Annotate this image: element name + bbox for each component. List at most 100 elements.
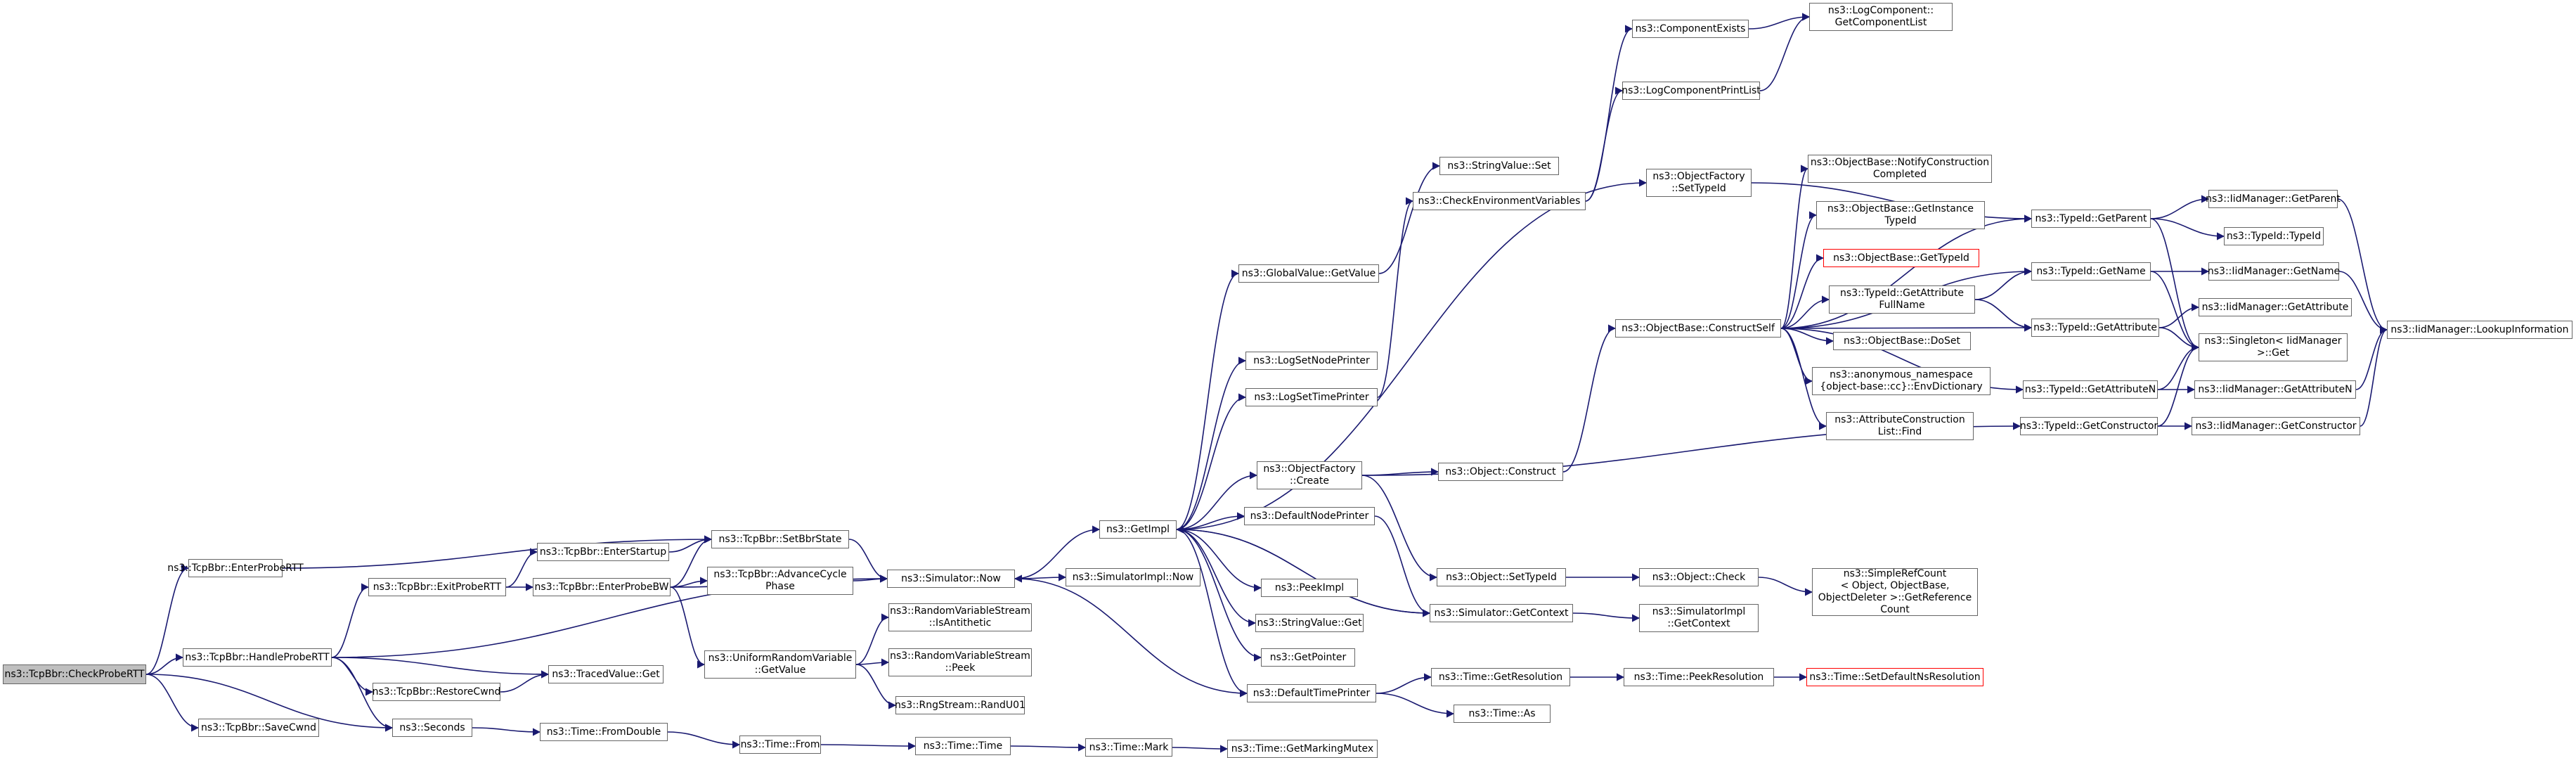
edge-timetime-to-mark bbox=[1010, 743, 1087, 752]
edge-now-to-getimpl bbox=[1014, 525, 1101, 579]
edge-getattrfullname-to-tidgetattribute bbox=[1974, 299, 2033, 332]
node-notifyconstr[interactable]: ns3::ObjectBase::NotifyConstruction Comp… bbox=[1808, 155, 1992, 183]
edge-getimpl-to-peekimpl bbox=[1176, 529, 1262, 592]
node-advancecycle[interactable]: ns3::TcpBbr::AdvanceCycle Phase bbox=[707, 567, 853, 595]
node-from[interactable]: ns3::Time::From bbox=[739, 735, 821, 754]
edge-logtimeprinter-to-checkenv bbox=[1377, 197, 1414, 398]
edge-deftimeprinter-to-getresolution bbox=[1376, 673, 1432, 694]
node-iidgetconstructor[interactable]: ns3::IidManager::GetConstructor bbox=[2192, 417, 2360, 435]
node-ofcreate[interactable]: ns3::ObjectFactory ::Create bbox=[1257, 461, 1362, 489]
node-getimpl[interactable]: ns3::GetImpl bbox=[1099, 520, 1177, 539]
node-setbbrstate[interactable]: ns3::TcpBbr::SetBbrState bbox=[711, 530, 849, 548]
edge-logcomplist-to-getcomplist bbox=[1759, 13, 1811, 91]
node-ofsettypeid[interactable]: ns3::ObjectFactory ::SetTypeId bbox=[1646, 169, 1752, 197]
edge-constructself-to-notifyconstr bbox=[1780, 165, 1809, 329]
edge-constructself-to-attrconstrfind bbox=[1780, 328, 1827, 430]
node-getpointer[interactable]: ns3::GetPointer bbox=[1261, 648, 1355, 667]
node-tidgetconstructor[interactable]: ns3::TypeId::GetConstructor bbox=[2020, 417, 2158, 435]
edge-tidgetconstructor-to-singleton bbox=[2157, 343, 2200, 427]
node-getvalue[interactable]: ns3::GlobalValue::GetValue bbox=[1238, 264, 1379, 283]
node-objconstruct[interactable]: ns3::Object::Construct bbox=[1438, 463, 1563, 481]
node-tidgetattributen[interactable]: ns3::TypeId::GetAttributeN bbox=[2023, 380, 2158, 399]
edge-checkenv-to-compexists bbox=[1585, 25, 1633, 202]
edge-getimpl-to-strget bbox=[1176, 529, 1257, 627]
node-getinsttypeid[interactable]: ns3::ObjectBase::GetInstance TypeId bbox=[1816, 201, 1985, 229]
node-logtimeprinter[interactable]: ns3::LogSetTimePrinter bbox=[1245, 388, 1378, 406]
node-lookupinfo[interactable]: ns3::IidManager::LookupInformation bbox=[2387, 321, 2572, 339]
node-mark[interactable]: ns3::Time::Mark bbox=[1085, 738, 1172, 757]
node-setdefaultres[interactable]: ns3::Time::SetDefaultNsResolution bbox=[1806, 668, 1983, 686]
node-enterprobebw[interactable]: ns3::TcpBbr::EnterProbeBW bbox=[533, 578, 671, 596]
node-isantithetic[interactable]: ns3::RandomVariableStream ::IsAntithetic bbox=[888, 603, 1032, 631]
node-tidtypeid[interactable]: ns3::TypeId::TypeId bbox=[2224, 227, 2324, 245]
node-seconds[interactable]: ns3::Seconds bbox=[392, 719, 472, 737]
node-defnodeprinter[interactable]: ns3::DefaultNodePrinter bbox=[1244, 507, 1375, 525]
node-getmarkingmutex[interactable]: ns3::Time::GetMarkingMutex bbox=[1227, 740, 1378, 758]
node-handleprobertt[interactable]: ns3::TcpBbr::HandleProbeRTT bbox=[183, 648, 332, 667]
edge-defnodeprinter-to-simgetcontext bbox=[1374, 515, 1431, 617]
node-uniform[interactable]: ns3::UniformRandomVariable ::GetValue bbox=[704, 650, 856, 679]
node-getattrfullname[interactable]: ns3::TypeId::GetAttribute FullName bbox=[1829, 285, 1975, 314]
node-singleton[interactable]: ns3::Singleton< IidManager >::Get bbox=[2199, 333, 2348, 361]
edge-iidgetparent-to-lookupinfo bbox=[2337, 198, 2388, 334]
node-tidgetname[interactable]: ns3::TypeId::GetName bbox=[2031, 262, 2151, 281]
edge-advancecycle-to-now bbox=[853, 574, 888, 583]
node-constructself[interactable]: ns3::ObjectBase::ConstructSelf bbox=[1615, 319, 1781, 338]
edge-handleprobertt-to-seconds bbox=[331, 657, 394, 732]
node-getresolution[interactable]: ns3::Time::GetResolution bbox=[1431, 668, 1570, 686]
edge-handleprobertt-to-exitprobertt bbox=[331, 583, 370, 658]
edge-tidgetparent-to-iidgetparent bbox=[2150, 195, 2210, 219]
node-timeas[interactable]: ns3::Time::As bbox=[1454, 705, 1551, 723]
node-savecwnd[interactable]: ns3::TcpBbr::SaveCwnd bbox=[198, 719, 319, 737]
edge-tidgetattributen-to-singleton bbox=[2157, 343, 2200, 390]
edge-simgetcontext-to-getimpl bbox=[1175, 525, 1430, 614]
node-envdict[interactable]: ns3::anonymous_namespace {object-base::c… bbox=[1812, 367, 1991, 395]
node-simplerefcount[interactable]: ns3::SimpleRefCount < Object, ObjectBase… bbox=[1812, 568, 1978, 616]
edge-objcheck-to-simplerefcount bbox=[1758, 577, 1813, 596]
node-enterprobertt[interactable]: ns3::TcpBbr::EnterProbeRTT bbox=[167, 559, 304, 577]
node-timetime[interactable]: ns3::Time::Time bbox=[915, 737, 1011, 755]
node-attrconstrfind[interactable]: ns3::AttributeConstruction List::Find bbox=[1826, 412, 1974, 440]
node-peekimpl[interactable]: ns3::PeekImpl bbox=[1261, 579, 1358, 597]
node-objsettypeid[interactable]: ns3::Object::SetTypeId bbox=[1437, 568, 1566, 586]
node-restorecwnd[interactable]: ns3::TcpBbr::RestoreCwnd bbox=[373, 683, 500, 701]
node-strset[interactable]: ns3::StringValue::Set bbox=[1439, 157, 1559, 175]
node-checkenv[interactable]: ns3::CheckEnvironmentVariables bbox=[1413, 192, 1586, 210]
edge-root-to-savecwnd bbox=[145, 674, 200, 732]
node-iidgetattributen[interactable]: ns3::IidManager::GetAttributeN bbox=[2194, 380, 2356, 399]
node-now[interactable]: ns3::Simulator::Now bbox=[887, 570, 1015, 588]
node-deftimeprinter[interactable]: ns3::DefaultTimePrinter bbox=[1247, 684, 1376, 702]
node-iidgetattribute[interactable]: ns3::IidManager::GetAttribute bbox=[2199, 298, 2352, 316]
node-iidgetname[interactable]: ns3::IidManager::GetName bbox=[2208, 262, 2340, 281]
node-exitprobertt[interactable]: ns3::TcpBbr::ExitProbeRTT bbox=[368, 578, 506, 596]
edge-tidgetparent-to-tidtypeid bbox=[2150, 218, 2225, 240]
node-tidgetparent[interactable]: ns3::TypeId::GetParent bbox=[2031, 210, 2151, 228]
node-doset[interactable]: ns3::ObjectBase::DoSet bbox=[1833, 332, 1971, 350]
node-lognodeprinter[interactable]: ns3::LogSetNodePrinter bbox=[1245, 352, 1378, 370]
node-fromdouble[interactable]: ns3::Time::FromDouble bbox=[540, 723, 668, 741]
node-peekres[interactable]: ns3::Time::PeekResolution bbox=[1624, 668, 1774, 686]
edge-checkenv-to-logcomplist bbox=[1585, 86, 1624, 202]
node-objgettypeid[interactable]: ns3::ObjectBase::GetTypeId bbox=[1823, 249, 1979, 267]
node-strget[interactable]: ns3::StringValue::Get bbox=[1255, 614, 1364, 632]
node-enterstartup[interactable]: ns3::TcpBbr::EnterStartup bbox=[537, 543, 669, 561]
node-logcomplist[interactable]: ns3::LogComponentPrintList bbox=[1622, 82, 1761, 100]
edge-getimpl-to-deftimeprinter bbox=[1176, 529, 1248, 698]
node-getcomplist[interactable]: ns3::LogComponent:: GetComponentList bbox=[1809, 3, 1953, 31]
node-tidgetattribute[interactable]: ns3::TypeId::GetAttribute bbox=[2031, 319, 2159, 337]
node-rvspeek[interactable]: ns3::RandomVariableStream ::Peek bbox=[888, 648, 1032, 676]
edge-tidgetattribute-to-iidgetattribute bbox=[2158, 303, 2200, 328]
node-iidgetparent[interactable]: ns3::IidManager::GetParent bbox=[2206, 190, 2341, 208]
edge-enterprobertt-to-setbbrstate bbox=[282, 535, 713, 569]
edge-getimpl-to-getpointer bbox=[1176, 529, 1262, 662]
node-objcheck[interactable]: ns3::Object::Check bbox=[1639, 568, 1759, 586]
node-compexists[interactable]: ns3::ComponentExists bbox=[1632, 20, 1749, 38]
node-simimplnow[interactable]: ns3::SimulatorImpl::Now bbox=[1066, 568, 1200, 586]
node-randu01[interactable]: ns3::RngStream::RandU01 bbox=[895, 696, 1025, 714]
edge-restorecwnd-to-tracedvalue bbox=[500, 670, 550, 693]
node-simimplctx[interactable]: ns3::SimulatorImpl ::GetContext bbox=[1639, 604, 1759, 632]
edge-root-to-seconds bbox=[145, 674, 394, 732]
node-tracedvalue[interactable]: ns3::TracedValue::Get bbox=[548, 665, 664, 683]
edge-getattrfullname-to-tidgetname bbox=[1974, 267, 2033, 300]
node-simgetcontext[interactable]: ns3::Simulator::GetContext bbox=[1430, 604, 1573, 622]
